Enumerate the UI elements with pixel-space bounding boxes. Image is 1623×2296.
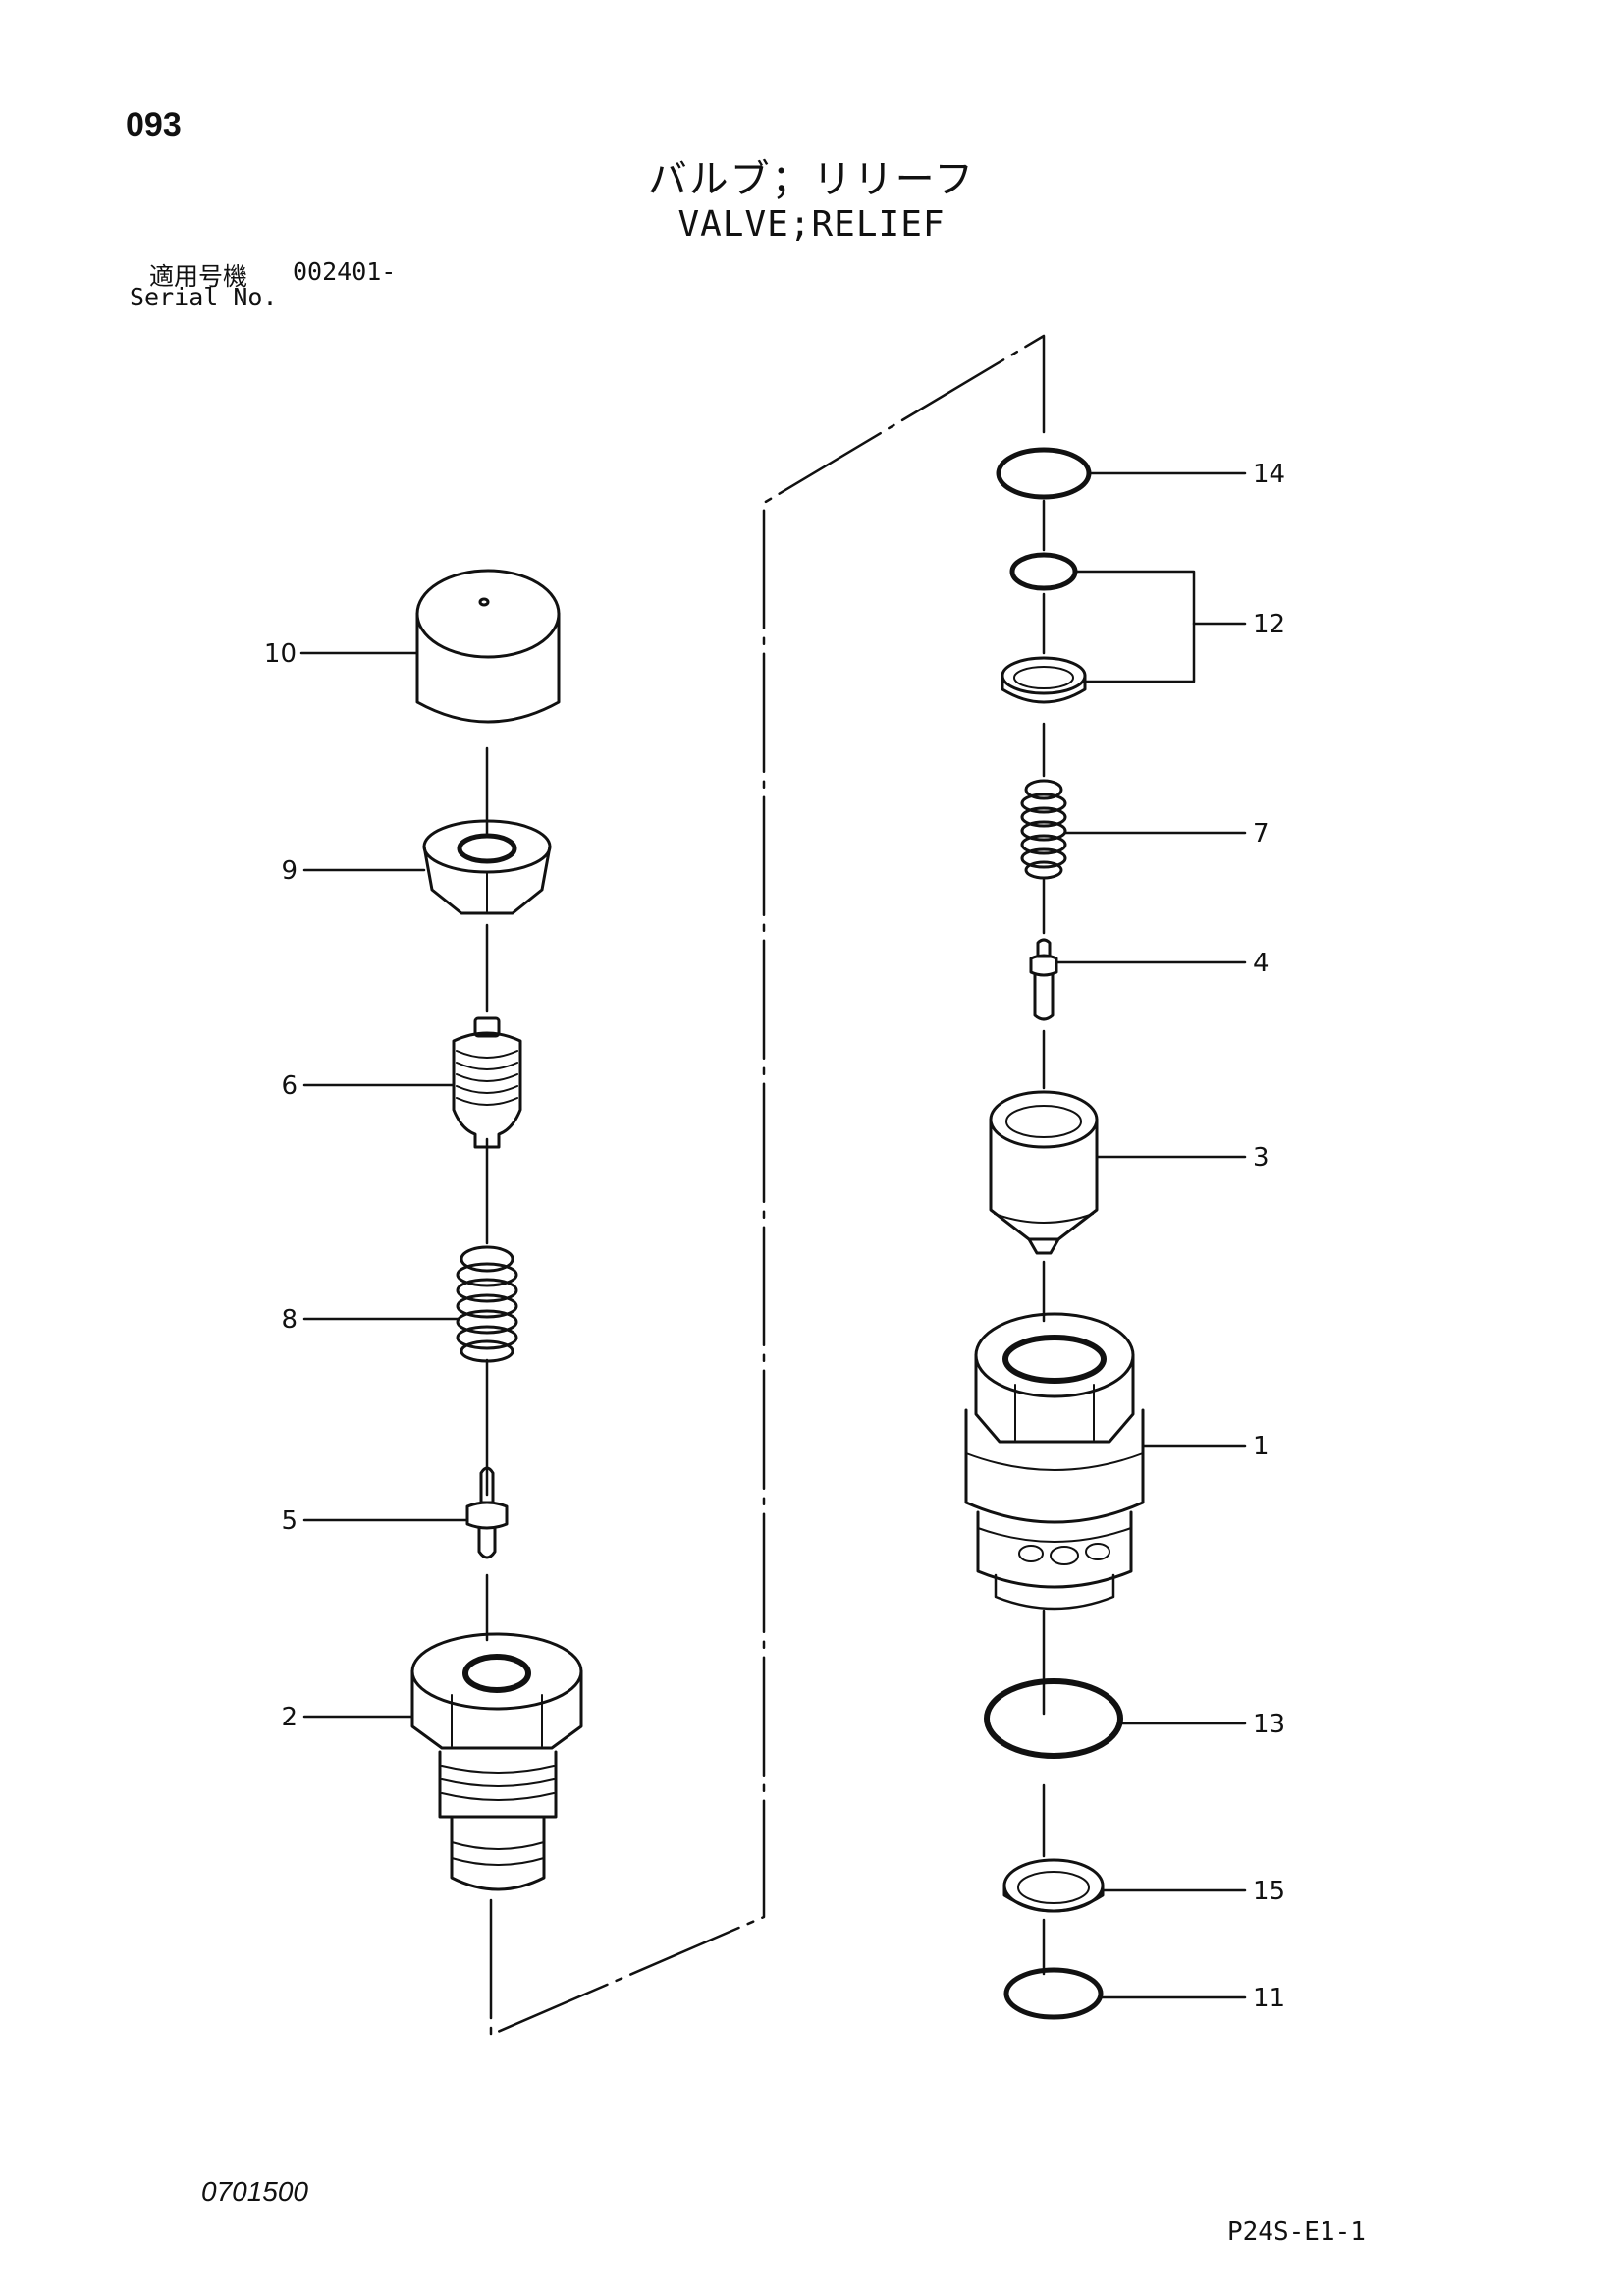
part-13-oring — [984, 1678, 1123, 1759]
callout-3: 3 — [1253, 1143, 1270, 1173]
part-3-poppet — [989, 1090, 1099, 1255]
part-4-pin — [1029, 938, 1058, 1021]
callout-11: 11 — [1253, 1984, 1285, 2013]
callout-15: 15 — [1253, 1877, 1285, 1906]
callout-2: 2 — [281, 1703, 298, 1732]
title-english: VALVE;RELIEF — [677, 204, 946, 245]
page-number: 093 — [126, 106, 182, 143]
part-11-oring — [1003, 1967, 1104, 2020]
part-1-sleeve — [964, 1312, 1145, 1611]
callout-6: 6 — [281, 1071, 298, 1101]
serial-label-japanese: 適用号機 — [149, 262, 248, 291]
callout-1: 1 — [1253, 1432, 1270, 1461]
part-7-spring — [1020, 779, 1067, 880]
assembly-path — [489, 334, 1046, 2037]
part-8-spring — [456, 1245, 518, 1363]
callout-12: 12 — [1253, 610, 1285, 639]
callout-9: 9 — [281, 856, 298, 886]
callout-13: 13 — [1253, 1710, 1285, 1739]
part-15-backup-ring — [1002, 1858, 1105, 1913]
callout-7: 7 — [1253, 819, 1270, 848]
callout-8: 8 — [281, 1305, 298, 1335]
serial-value: 002401- — [293, 257, 397, 286]
callout-5: 5 — [281, 1506, 298, 1536]
part-6-screw — [452, 1016, 522, 1149]
title-japanese: バルブ；リリーフ — [647, 157, 976, 202]
part-9-nut — [422, 819, 552, 915]
part-10-cap — [415, 569, 561, 724]
part-2-body — [410, 1632, 583, 1891]
part-14-oring — [996, 447, 1092, 500]
serial-label-english: Serial No. — [130, 283, 278, 311]
callout-4: 4 — [1253, 949, 1270, 978]
part-5-pin — [465, 1466, 509, 1559]
leader-lines — [299, 471, 1247, 1999]
callout-numbers: 10 9 6 8 5 2 14 12 7 4 3 1 13 15 11 — [264, 460, 1285, 2013]
drawing-code: 0701500 — [201, 2176, 309, 2207]
page-reference: P24S-E1-1 — [1227, 2217, 1366, 2247]
callout-10: 10 — [264, 639, 297, 669]
callout-14: 14 — [1253, 460, 1285, 489]
